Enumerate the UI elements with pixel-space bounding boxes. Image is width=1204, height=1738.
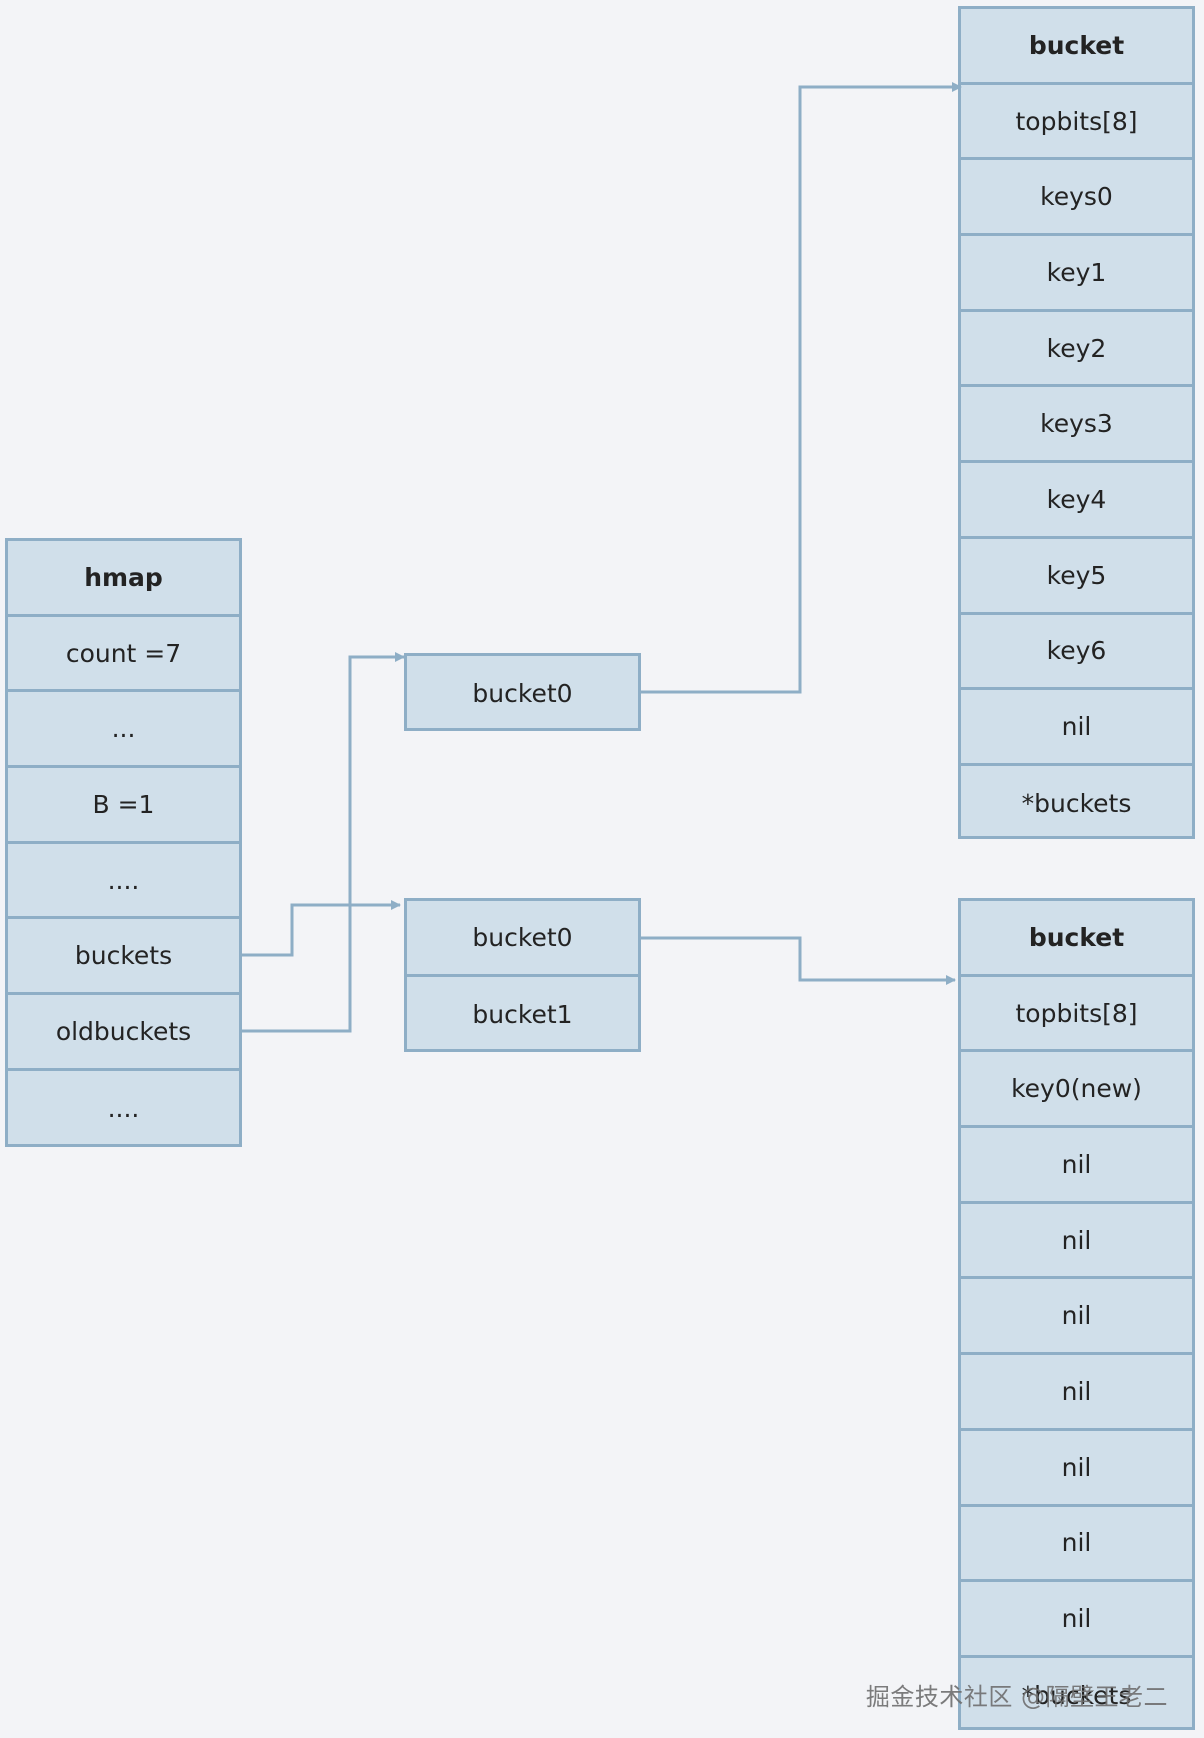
bucket-field: nil — [961, 1128, 1192, 1204]
hmap-field-ellipsis: .... — [107, 1094, 140, 1124]
buckets-array: bucket0 — [404, 653, 641, 731]
bucket-field: key4 — [961, 463, 1192, 539]
bucket-header: bucket — [961, 901, 1192, 977]
bucket-struct-new: bucket topbits[8] keys0 key1 key2 keys3 … — [958, 6, 1195, 839]
arrow-hmap-oldbuckets-to-oldbuckets-array — [242, 652, 405, 1033]
bucket-field: keys3 — [961, 387, 1192, 464]
hmap-field-count: count =7 — [8, 617, 239, 693]
bucket-field: key6 — [961, 615, 1192, 691]
hmap-field-oldbuckets: oldbuckets — [8, 995, 239, 1071]
bucket-field: topbits[8] — [961, 977, 1192, 1053]
buckets-array-item: bucket0 — [472, 679, 573, 709]
bucket-field: nil — [961, 1279, 1192, 1356]
bucket-field: nil — [961, 1507, 1192, 1583]
bucket-field: key0(new) — [961, 1052, 1192, 1129]
arrow-hmap-buckets-to-buckets-array — [242, 900, 401, 957]
bucket-field: nil — [961, 1582, 1192, 1658]
oldbuckets-array: bucket0 bucket1 — [404, 898, 641, 1052]
hmap-field-b: B =1 — [8, 768, 239, 844]
hmap-struct: hmap count =7 ... B =1 .... buckets oldb… — [5, 538, 242, 1147]
bucket-field: keys0 — [961, 160, 1192, 237]
bucket-field: key1 — [961, 236, 1192, 312]
bucket-struct-old: bucket topbits[8] key0(new) nil nil nil … — [958, 898, 1195, 1730]
arrow-old-bucket0-to-bucket — [641, 936, 956, 985]
oldbuckets-array-item: bucket0 — [407, 901, 638, 977]
bucket-field: nil — [961, 690, 1192, 766]
hmap-field-ellipsis: ... — [8, 692, 239, 769]
bucket-field: key2 — [961, 312, 1192, 388]
bucket-field: *buckets — [1021, 1681, 1132, 1711]
watermark: 掘金技术社区 @隔壁王老二 — [865, 1683, 1168, 1711]
oldbuckets-array-item: bucket1 — [472, 1000, 573, 1030]
bucket-field: topbits[8] — [961, 85, 1192, 161]
hmap-header: hmap — [8, 541, 239, 617]
hmap-field-ellipsis: .... — [8, 844, 239, 920]
bucket-field: key5 — [961, 539, 1192, 615]
arrow-new-bucket0-to-bucket — [641, 82, 962, 694]
bucket-field: nil — [961, 1431, 1192, 1507]
hmap-field-buckets: buckets — [8, 919, 239, 996]
bucket-field: nil — [961, 1355, 1192, 1431]
bucket-header: bucket — [961, 9, 1192, 85]
bucket-field: nil — [961, 1204, 1192, 1280]
bucket-field: *buckets — [1021, 789, 1132, 819]
